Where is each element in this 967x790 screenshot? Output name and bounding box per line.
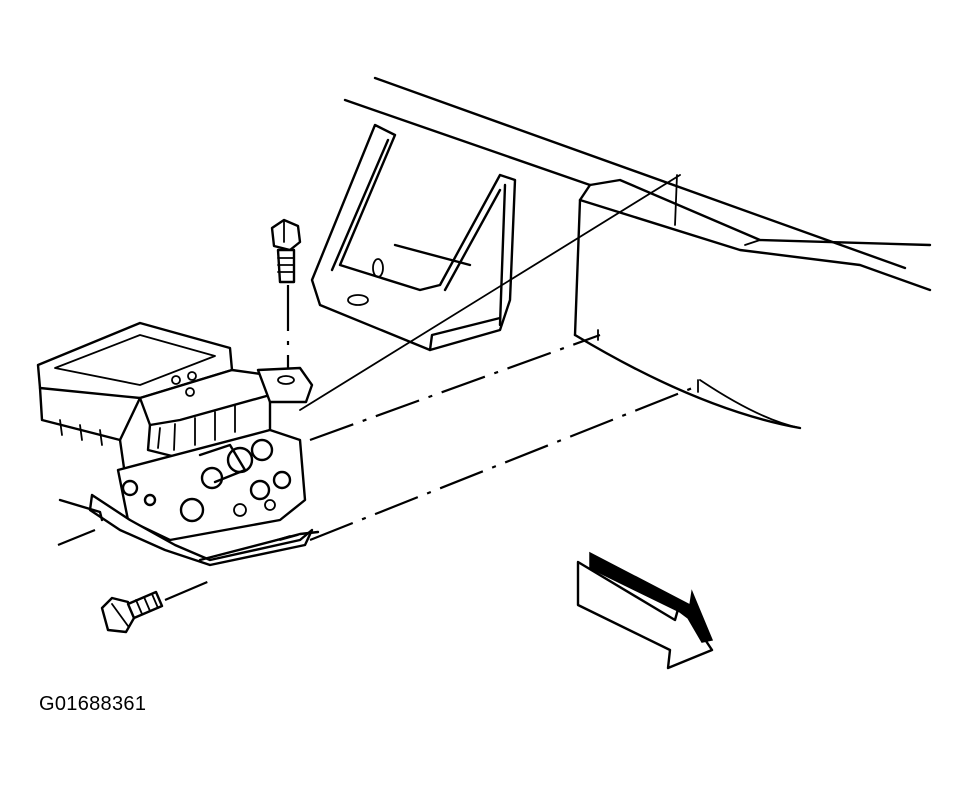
abs-modulator-assembly <box>36 321 320 567</box>
lower-bolt <box>100 590 164 634</box>
frame-rail <box>343 76 932 430</box>
front-direction-arrow-icon <box>576 551 714 670</box>
figure-id-label: G01688361 <box>39 693 147 715</box>
alignment-lines <box>57 174 701 602</box>
mounting-bracket <box>310 123 517 352</box>
upper-bolt <box>270 218 302 284</box>
